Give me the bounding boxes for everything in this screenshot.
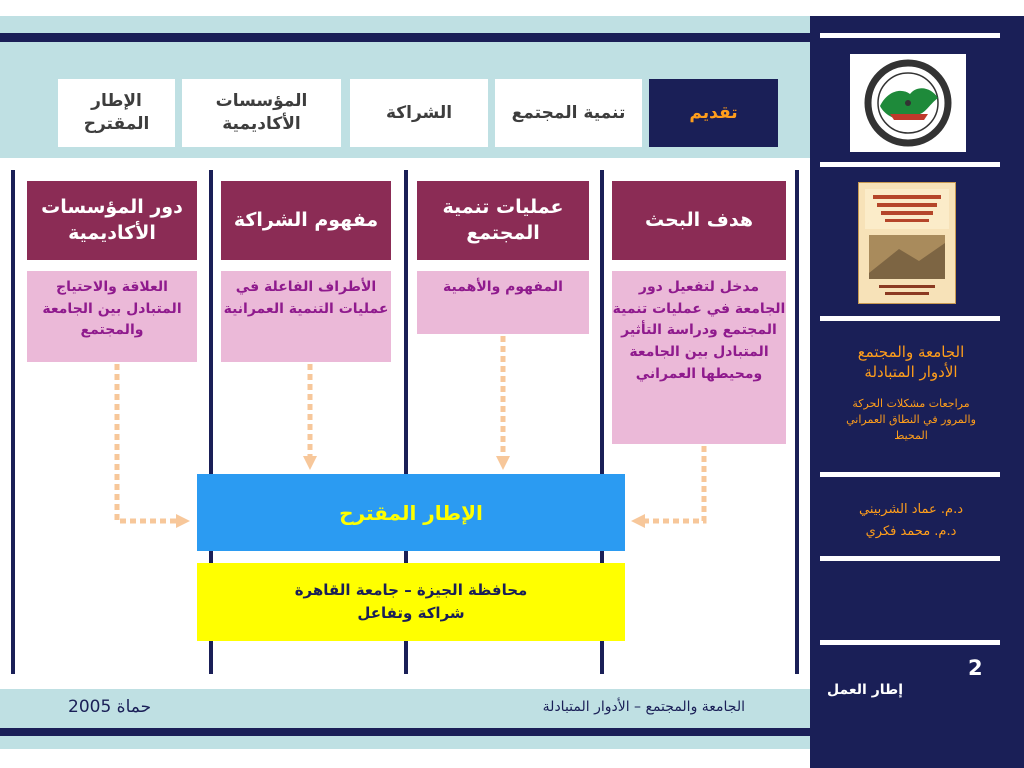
sidebar-divider [820,316,1000,321]
footer-location: حماة 2005 [68,697,152,717]
column-title-partnership-concept: مفهوم الشراكة [221,181,391,260]
author-1: د.م. عماد الشربيني [858,502,964,517]
connector-arrows [114,336,707,528]
proposed-framework-box: الإطار المقترح [197,474,625,551]
column-divider [11,170,15,674]
partnership-box: محافظة الجيزة – جامعة القاهرة شراكة وتفا… [197,563,625,641]
top-divider [0,33,810,42]
tab-partnership[interactable]: الشراكة [350,79,488,147]
tab-proposed-framework[interactable]: الإطار المقترح [58,79,175,147]
sidebar-subtitle: مراجعات مشكلات الحركة والمرور في النطاق … [820,396,1002,444]
partnership-line-2: شراكة وتفاعل [357,604,465,622]
column-detail-research-goal: مدخل لتفعيل دور الجامعة في عمليات تنمية … [612,271,786,444]
sidebar-subtitle-line-3: المحيط [894,428,928,442]
sidebar-divider [820,472,1000,477]
column-title-academic-role: دور المؤسسات الأكاديمية [27,181,197,260]
column-divider [404,170,408,674]
footer-title: الجامعة والمجتمع – الأدوار المتبادلة [542,699,745,715]
tab-academic-institutions[interactable]: المؤسسات الأكاديمية [182,79,341,147]
footer-strip [0,736,810,749]
column-title-community-processes: عمليات تنمية المجتمع [417,181,589,260]
column-divider [795,170,799,674]
conference-poster-icon [858,182,956,304]
column-detail-academic-role: العلاقة والاحتياج المتبادل بين الجامعة و… [27,271,197,362]
arrowhead [631,514,645,528]
page-number: 2 [968,656,983,680]
sidebar-title-line-2: الأدوار المتبادلة [864,363,958,382]
column-title-research-goal: هدف البحث [612,181,786,260]
footer-band [0,689,810,728]
sidebar-subtitle-line-1: مراجعات مشكلات الحركة [852,397,970,410]
tab-community-development[interactable]: تنمية المجتمع [495,79,642,147]
arrowhead [176,514,190,528]
arrow-connector-right [645,446,707,524]
sidebar-title-line-1: الجامعة والمجتمع [857,343,965,361]
tab-introduction[interactable]: تقديم [649,79,778,147]
sidebar-divider [820,33,1000,38]
sidebar-divider [820,640,1000,645]
footer-divider [0,728,810,736]
column-divider [600,170,604,674]
column-divider [209,170,213,674]
column-detail-community-processes: المفهوم والأهمية [417,271,589,334]
sidebar-authors: د.م. عماد الشربيني د.م. محمد فكري [820,499,1002,543]
sidebar-subtitle-line-2: والمرور في النطاق العمراني [846,412,976,426]
sidebar-title: الجامعة والمجتمع الأدوار المتبادلة [820,342,1002,383]
arab-institute-logo-icon [850,54,966,152]
arrowhead [303,456,317,470]
arrowhead [496,456,510,470]
arrow-connector-left [114,364,176,524]
sidebar-divider [820,556,1000,561]
column-detail-partnership-concept: الأطراف الفاعلة في عمليات التنمية العمرا… [221,271,391,362]
author-2: د.م. محمد فكري [865,524,957,540]
section-label: إطار العمل [826,682,903,698]
sidebar-divider [820,162,1000,167]
partnership-line-1: محافظة الجيزة – جامعة القاهرة [294,580,528,599]
